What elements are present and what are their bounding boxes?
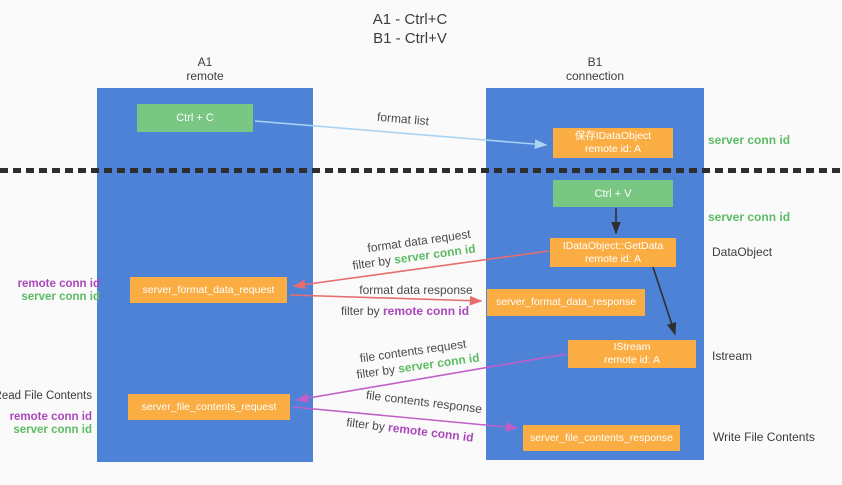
title-line-1: A1 - Ctrl+C: [372, 11, 448, 28]
right-label-server-conn-id-top: server conn id: [708, 133, 791, 147]
column-a1-subtitle: remote: [186, 69, 224, 83]
node-save-idataobject-line1: 保存IDataObject: [574, 130, 652, 142]
node-server-format-data-request-label: server_format_data_request: [142, 283, 275, 296]
remote-conn-id-text: remote conn id: [383, 304, 470, 318]
remote-conn-id-text: remote conn id: [387, 420, 475, 445]
column-b1-subtitle: connection: [565, 69, 625, 83]
left-server-conn-id-1: server conn id: [21, 291, 100, 303]
node-idataobject-getdata-line2: remote id: A: [584, 252, 642, 265]
diagram-title: A1 - Ctrl+C B1 - Ctrl+V: [373, 10, 448, 48]
right-label-istream: Istream: [712, 349, 753, 363]
node-server-file-contents-response: server_file_contents_response: [523, 425, 680, 451]
node-save-idataobject-line2: remote id: A: [584, 143, 642, 155]
filter-by-text: filter by: [351, 253, 392, 273]
label-format-data-response: format data response: [359, 283, 473, 297]
right-label-write-file-contents: Write File Contents: [713, 430, 815, 444]
node-istream-line1: IStream: [613, 341, 651, 353]
left-remote-conn-id-1: remote conn id: [17, 278, 100, 290]
right-label-server-conn-id-mid: server conn id: [708, 210, 791, 224]
node-ctrl-c: Ctrl + C: [137, 104, 253, 132]
node-istream: IStream remote id: A: [568, 340, 696, 368]
node-server-file-contents-response-label: server_file_contents_response: [529, 431, 673, 444]
label-file-contents-response: file contents response: [365, 387, 483, 417]
label-filter-by-remote-conn-id-1: filter by remote conn id: [341, 304, 469, 318]
left-conn-ids-file: remote conn id server conn id: [10, 411, 92, 437]
column-b1-name: B1: [587, 55, 603, 69]
node-istream-line2: remote id: A: [603, 354, 661, 366]
column-b1-header: B1 connection: [566, 55, 624, 83]
node-server-file-contents-request-label: server_file_contents_request: [141, 400, 277, 413]
node-ctrl-c-label: Ctrl + C: [176, 112, 214, 124]
node-idataobject-getdata: IDataObject::GetData remote id: A: [550, 238, 676, 267]
left-remote-conn-id-2: remote conn id: [9, 411, 92, 423]
node-ctrl-v-label: Ctrl + V: [594, 187, 632, 200]
node-server-file-contents-request: server_file_contents_request: [128, 394, 290, 420]
right-label-dataobject: DataObject: [712, 245, 773, 259]
title-line-2: B1 - Ctrl+V: [373, 30, 447, 47]
column-a1-name: A1: [197, 55, 213, 69]
label-filter-by-remote-conn-id-2: filter by remote conn id: [346, 415, 475, 445]
dashed-divider: [0, 168, 842, 173]
node-ctrl-v: Ctrl + V: [553, 180, 673, 207]
left-server-conn-id-2: server conn id: [13, 424, 92, 436]
node-server-format-data-response: server_format_data_response: [487, 289, 645, 316]
label-format-list: format list: [376, 109, 430, 129]
node-idataobject-getdata-line1: IDataObject::GetData: [562, 239, 664, 252]
column-a1-header: A1 remote: [186, 55, 223, 83]
left-conn-ids-format: remote conn id server conn id: [18, 278, 100, 304]
filter-by-text: filter by: [345, 415, 386, 434]
node-save-idataobject: 保存IDataObject remote id: A: [553, 128, 673, 158]
left-label-read-file-contents: Read File Contents: [0, 390, 92, 402]
node-server-format-data-response-label: server_format_data_response: [495, 296, 637, 308]
node-server-format-data-request: server_format_data_request: [130, 277, 287, 303]
filter-by-text: filter by: [340, 304, 380, 318]
